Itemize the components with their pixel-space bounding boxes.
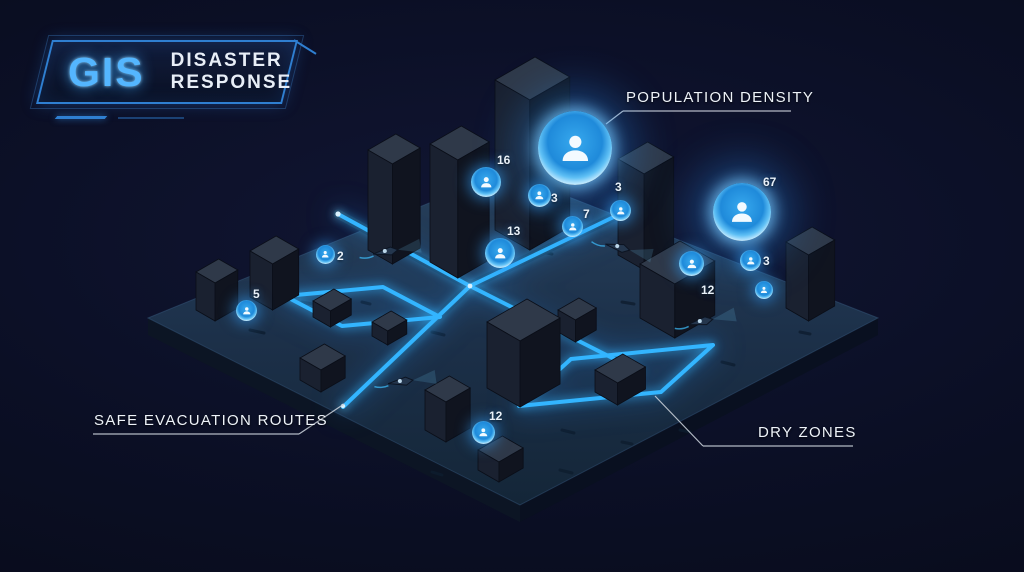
marker-count: 12 xyxy=(489,409,503,423)
badge-accent-line xyxy=(118,117,184,119)
marker-count: 7 xyxy=(583,207,590,221)
boat-icon xyxy=(591,241,654,263)
marker-count: 3 xyxy=(551,191,558,205)
density-marker: 3 xyxy=(740,250,770,271)
boats-layer xyxy=(359,238,737,389)
building xyxy=(429,125,491,279)
title-line-2: RESPONSE xyxy=(170,72,293,93)
title-badge-content: GIS DISASTER RESPONSE xyxy=(46,42,292,102)
marker-count: 5 xyxy=(253,287,260,301)
boat-icon xyxy=(374,370,437,389)
leader-line xyxy=(654,395,704,447)
density-marker xyxy=(538,111,612,185)
person-icon xyxy=(535,191,544,200)
building xyxy=(299,343,347,393)
marker-count: 13 xyxy=(507,224,521,238)
boat-icon xyxy=(359,238,422,259)
boat-icon xyxy=(674,307,737,330)
title-badge: GIS DISASTER RESPONSE xyxy=(30,35,304,109)
leader-line xyxy=(298,403,345,435)
leader-line xyxy=(605,110,624,125)
building xyxy=(477,435,525,483)
badge-titles: DISASTER RESPONSE xyxy=(171,50,293,95)
density-marker: 3 xyxy=(610,180,631,221)
building xyxy=(557,297,598,343)
person-icon xyxy=(616,206,625,215)
building xyxy=(785,226,836,322)
building xyxy=(424,375,472,443)
person-icon xyxy=(562,135,588,161)
person-icon xyxy=(322,251,329,258)
building xyxy=(594,353,647,406)
marker-count: 12 xyxy=(701,283,715,297)
gis-logo: GIS xyxy=(68,48,145,95)
building xyxy=(249,235,300,311)
building xyxy=(312,288,353,328)
person-icon xyxy=(242,306,251,315)
person-icon xyxy=(746,256,755,265)
safe-evacuation-routes-label: SAFE EVACUATION ROUTES xyxy=(94,412,328,429)
marker-count: 67 xyxy=(763,175,777,189)
building xyxy=(617,141,675,271)
density-marker: 2 xyxy=(316,245,344,264)
title-line-1: DISASTER xyxy=(170,49,283,71)
person-icon xyxy=(480,176,492,188)
density-marker: 16 xyxy=(471,153,510,197)
density-marker: 13 xyxy=(485,224,520,268)
population-density-label: POPULATION DENSITY xyxy=(626,89,815,106)
density-marker: 12 xyxy=(679,251,714,297)
person-icon xyxy=(760,286,768,294)
annotation-lines xyxy=(93,110,853,447)
density-marker: 12 xyxy=(472,409,502,444)
marker-count: 3 xyxy=(763,254,770,268)
building xyxy=(486,298,561,408)
person-icon xyxy=(732,202,752,222)
marker-count: 16 xyxy=(497,153,511,167)
building xyxy=(367,133,422,265)
density-marker: 5 xyxy=(236,287,260,321)
person-icon xyxy=(479,428,488,437)
dry-zones-label: DRY ZONES xyxy=(758,424,857,441)
badge-accent-line xyxy=(54,116,108,119)
marker-count: 2 xyxy=(337,249,344,263)
person-icon xyxy=(494,247,506,259)
density-marker: 7 xyxy=(562,207,590,237)
marker-count: 3 xyxy=(615,180,622,194)
density-marker: 3 xyxy=(528,184,558,207)
building xyxy=(195,258,239,322)
building xyxy=(371,310,408,346)
density-marker xyxy=(755,281,773,299)
person-icon xyxy=(687,259,696,268)
person-icon xyxy=(568,222,577,231)
density-marker: 67 xyxy=(713,175,776,241)
